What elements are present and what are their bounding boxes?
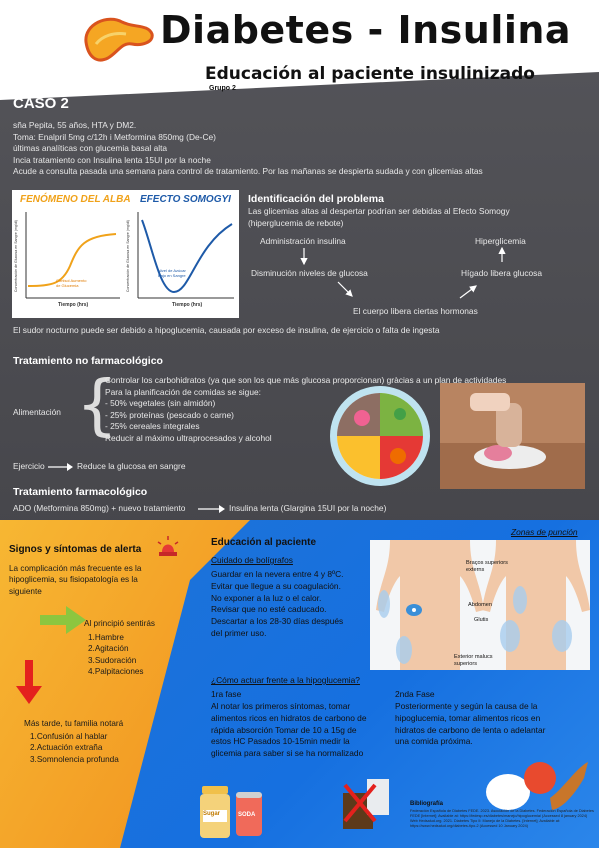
phase2-text: Posteriormente y según la causa de la hi… xyxy=(395,701,546,747)
arrow-right-icon xyxy=(48,463,73,471)
flow-body: El cuerpo libera ciertas hormonas xyxy=(353,306,478,316)
group-label: Grupo 2 xyxy=(209,85,236,92)
sugar-label: Sugar xyxy=(203,811,221,817)
nonpharm-line: - 25% proteínas (pescado o carne) xyxy=(105,409,234,420)
case-line: Toma: Enalpril 5mg c/12h i Metformina 85… xyxy=(13,131,216,142)
early-signs-title: Al principió sentirás xyxy=(84,619,155,628)
signs-heading: Signos y síntomas de alerta xyxy=(9,544,142,555)
somogyi-chart-title: EFECTO SOMOGYI xyxy=(140,194,231,205)
zones-title: Zonas de punción xyxy=(511,527,578,537)
pens-title: Cuidado de bolígrafos xyxy=(211,555,293,565)
food-label: Alimentación xyxy=(13,407,61,417)
late-sign: 1.Confusión al hablar xyxy=(30,732,108,741)
pens-list: Guardar en la nevera entre 4 y 8ºC. Evit… xyxy=(211,569,356,640)
bibliography-title: Bibliografía xyxy=(410,801,444,807)
exercise-label: Ejercicio xyxy=(13,461,45,471)
signs-intro: La complicación más frecuente es la hipo… xyxy=(9,564,142,596)
early-sign: 2.Agitación xyxy=(88,644,129,654)
brace-icon: { xyxy=(76,366,118,443)
pen-tip: Descartar a los 28-30 días después del p… xyxy=(211,616,344,638)
case-heading: CASO 2 xyxy=(13,95,69,112)
bibliography-text: Federación Española de Diabetes FEDE. 20… xyxy=(410,809,594,828)
somogyi-note: Nivel de Azúcar Bajo en Sangre xyxy=(158,268,186,278)
soda-label: SODA xyxy=(238,812,256,818)
flow-admin: Administración insulina xyxy=(260,236,346,246)
pen-tip: Evitar que llegue a su coagulación. xyxy=(211,580,341,591)
pharm-heading: Tratamiento farmacológico xyxy=(13,486,148,498)
case-line: sña Pepita, 55 años, HTA y DM2. xyxy=(13,120,137,130)
no-sweets-icon xyxy=(343,779,389,829)
nonpharm-line: - 50% vegetales (sin almidón) xyxy=(105,398,216,409)
phase2-title: 2nda Fase xyxy=(395,689,435,699)
alba-chart-title: FENÓMENO DEL ALBA xyxy=(20,194,131,205)
case-line: últimas analíticas con glucemia basal al… xyxy=(13,143,168,154)
early-sign: 4.Palpitaciones xyxy=(88,667,144,677)
nonpharm-line: - 25% cereales integrales xyxy=(105,421,200,432)
pen-tip: No exponer a la luz o el calor. xyxy=(211,592,322,603)
body-silhouette xyxy=(376,540,590,670)
somogyi-ylabel: Concentración de Glucosa en Sangre (mg/d… xyxy=(126,220,130,293)
zone-label-abdomen: Abdomen xyxy=(468,602,492,608)
problem-heading: Identificación del problema xyxy=(248,193,384,205)
pen-tip: Revisar que no esté caducado. xyxy=(211,604,327,615)
alarm-siren-icon xyxy=(157,536,179,556)
slow-carbs-food-icon xyxy=(486,762,588,810)
red-arrow-down-icon xyxy=(16,660,42,704)
early-sign: 1.Hambre xyxy=(88,633,124,642)
problem-text: Las glicemias altas al despertar podrían… xyxy=(248,206,510,228)
pancreas-icon xyxy=(84,17,154,62)
exercise-effect: Reduce la glucosa en sangre xyxy=(77,461,186,471)
flow-hyper: Hiperglicemia xyxy=(475,236,526,246)
late-signs-title: Más tarde, tu familia notará xyxy=(24,719,124,728)
flow-dismin: Disminución niveles de glucosa xyxy=(251,268,368,278)
late-signs-list: 1.Confusión al hablar 2.Actuación extrañ… xyxy=(30,731,119,765)
flow-liver: Hígado libera glucosa xyxy=(461,268,543,278)
page-title: Diabetes - Insulina xyxy=(160,8,572,52)
hypo-title: ¿Cómo actuar frente a la hipoglucemia? xyxy=(211,675,360,685)
late-sign: 3.Somnolencia profunda xyxy=(30,754,119,764)
green-arrow-icon xyxy=(40,606,86,634)
education-heading: Educación al paciente xyxy=(211,537,317,548)
sugar-jar-icon xyxy=(200,786,230,838)
alba-xlabel: Tiempo (hrs) xyxy=(58,302,89,308)
pharm-to: Insulina lenta (Glargina 15UI por la noc… xyxy=(229,503,387,513)
nonpharm-line: Para la planificación de comidas se sigu… xyxy=(105,386,261,397)
case-line: Incia tratamiento con Insulina lenta 15U… xyxy=(13,154,211,165)
nonpharm-line: Controlar los carbohidratos (ya que son … xyxy=(105,375,507,385)
arrow-right-icon xyxy=(198,505,225,513)
late-sign: 2.Actuación extraña xyxy=(30,743,103,753)
soda-can-icon xyxy=(236,792,262,836)
sweat-note: El sudor nocturno puede ser debido a hip… xyxy=(13,325,440,335)
pen-tip: Guardar en la nevera entre 4 y 8ºC. xyxy=(211,569,344,579)
nonpharm-list: Controlar los carbohidratos (ya que son … xyxy=(105,375,575,445)
phase1-title: 1ra fase xyxy=(211,689,242,699)
case-description: sña Pepita, 55 años, HTA y DM2. Toma: En… xyxy=(13,120,593,178)
flow-arrows xyxy=(300,246,506,299)
glucose-charts: FENÓMENO DEL ALBA EFECTO SOMOGYI Concent… xyxy=(12,190,239,318)
running-shoes-photo xyxy=(440,383,585,489)
early-sign: 3.Sudoración xyxy=(88,655,137,665)
nonpharm-heading: Tratamiento no farmacológico xyxy=(13,355,163,367)
alba-note: Cortisol Aumento de Glucemia xyxy=(56,278,87,288)
somogyi-xlabel: Tiempo (hrs) xyxy=(172,302,203,308)
zone-label-hips: Exterior malucs superiors xyxy=(454,654,493,667)
pharm-from: ADO (Metformina 850mg) + nuevo tratamien… xyxy=(13,503,186,513)
healthy-plate-image xyxy=(330,386,430,486)
phase1-text: Al notar los primeros síntomas, tomar al… xyxy=(211,701,367,759)
alba-ylabel: Concentración de Glucosa en Sangre (mg/d… xyxy=(14,220,18,293)
nonpharm-line: Reducir al máximo ultraprocesados y alco… xyxy=(105,432,272,443)
zone-label-arms: Braços superiors externs xyxy=(466,560,508,573)
injection-zones-image: Braços superiors externs Abdomen Glutis … xyxy=(370,540,590,670)
zone-label-glutes: Glutis xyxy=(474,617,489,623)
early-signs-list: 1.Hambre 2.Agitación 3.Sudoración 4.Palp… xyxy=(88,632,144,678)
glucose-curves xyxy=(25,212,234,299)
page-subtitle: Educación al paciente insulinizado xyxy=(205,64,535,84)
case-line: Acude a consulta pasada una semana para … xyxy=(13,166,483,177)
